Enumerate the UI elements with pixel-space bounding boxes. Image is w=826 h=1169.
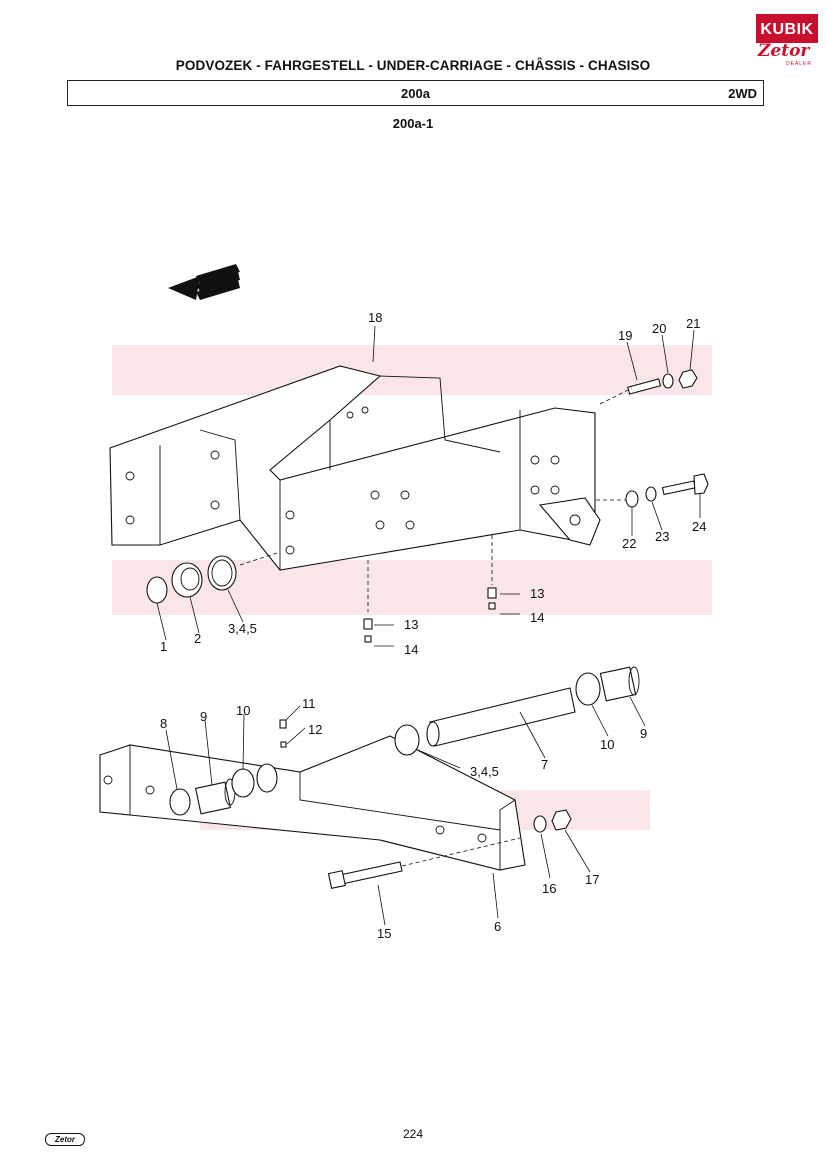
page-title: PODVOZEK - FAHRGESTELL - UNDER-CARRIAGE …: [175, 58, 651, 73]
washer-22: [625, 490, 639, 508]
kubik-zetor-logo: KUBIK Zetor DEALER: [756, 14, 818, 67]
label-14-right: 14: [530, 610, 544, 625]
brand-name: KUBIK: [756, 14, 818, 43]
washer-20: [662, 373, 674, 389]
label-10-left: 10: [236, 703, 250, 718]
nut-21: [678, 369, 698, 389]
label-9-right: 9: [640, 726, 647, 741]
pivot-pin-7: [426, 687, 576, 747]
bolt-15: [327, 861, 403, 889]
chassis-frame: [109, 365, 601, 571]
footer-zetor-logo: Zetor: [45, 1133, 85, 1146]
diagram-id: 200a-1: [392, 116, 434, 131]
grease-nipple-12: [280, 741, 287, 748]
washer-23: [645, 486, 657, 502]
section-header-box: 200a 2WD: [67, 80, 764, 106]
direction-arrow-icon: [168, 264, 240, 300]
grease-nipple-11: [279, 719, 287, 729]
label-18: 18: [368, 310, 382, 325]
shim-345: [207, 555, 237, 591]
brand-sub: Zetor: [758, 41, 810, 61]
shim-345-lower: [394, 724, 420, 756]
label-12: 12: [308, 722, 322, 737]
label-6: 6: [494, 919, 501, 934]
label-23: 23: [655, 529, 669, 544]
label-16: 16: [542, 881, 556, 896]
label-10-right: 10: [600, 737, 614, 752]
brand-dealer: DEALER: [786, 61, 813, 67]
part-labels: 18 19 20 21 22 23 24 1 2 3,4,5 13 14 13 …: [160, 310, 706, 941]
label-13-right: 13: [530, 586, 544, 601]
label-21: 21: [686, 316, 700, 331]
page-number: 224: [402, 1127, 424, 1141]
label-8: 8: [160, 716, 167, 731]
label-3-4-5-upper: 3,4,5: [228, 621, 257, 636]
bushing-2: [171, 562, 203, 598]
section-code: 200a: [401, 86, 430, 101]
grease-nipple-13-right: [487, 535, 497, 610]
label-11: 11: [302, 696, 316, 711]
label-7: 7: [541, 757, 548, 772]
bushing-9-right: [599, 666, 640, 702]
label-20: 20: [652, 321, 666, 336]
label-2: 2: [194, 631, 201, 646]
axle-beam: [99, 735, 526, 871]
label-3-4-5-lower: 3,4,5: [470, 764, 499, 779]
bolt-24: [661, 473, 709, 496]
circlip-1: [146, 576, 168, 604]
label-1: 1: [160, 639, 167, 654]
label-19: 19: [618, 328, 632, 343]
grease-nipple-13-left: [363, 560, 373, 643]
leader-lines: [156, 325, 701, 926]
label-15: 15: [377, 926, 391, 941]
circlip-8: [169, 788, 191, 816]
drive-type: 2WD: [728, 86, 757, 101]
label-17: 17: [585, 872, 599, 887]
label-9-left: 9: [200, 709, 207, 724]
label-13-left: 13: [404, 617, 418, 632]
nut-17: [551, 809, 572, 831]
washer-16: [533, 815, 547, 833]
shim-10-left: [231, 768, 255, 798]
label-14-left: 14: [404, 642, 418, 657]
label-22: 22: [622, 536, 636, 551]
shim-10-right: [575, 672, 601, 706]
label-24: 24: [692, 519, 706, 534]
stud-19: [627, 378, 662, 395]
